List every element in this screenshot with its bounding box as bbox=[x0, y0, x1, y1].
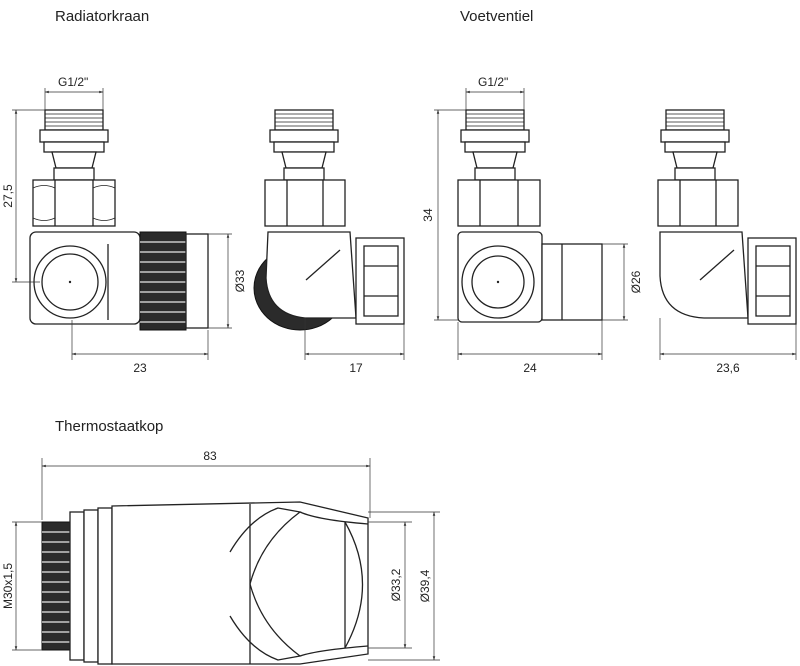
radiator-thread-label: G1/2" bbox=[58, 75, 88, 89]
foot-side-dimensions bbox=[659, 318, 797, 360]
foot-valve-side-view bbox=[657, 109, 797, 325]
radiator-valve-front-view bbox=[29, 109, 209, 331]
radiator-width-front-label: 23 bbox=[133, 361, 147, 375]
foot-thread-label: G1/2" bbox=[478, 75, 508, 89]
radiator-height-label: 27,5 bbox=[1, 184, 15, 208]
thermostat-head-view bbox=[41, 501, 369, 665]
thermostat-diameter-outer-label: Ø39,4 bbox=[418, 569, 432, 602]
title-radiatorkraan: Radiatorkraan bbox=[55, 8, 149, 25]
thermostat-thread-label: M30x1,5 bbox=[1, 563, 15, 609]
title-voetventiel: Voetventiel bbox=[460, 8, 533, 25]
foot-diameter-label: Ø26 bbox=[629, 270, 643, 293]
radiator-front-dimensions bbox=[12, 88, 232, 360]
foot-width-front-label: 24 bbox=[523, 361, 537, 375]
radiator-diameter-label: Ø33 bbox=[233, 269, 247, 292]
title-thermostaatkop: Thermostaatkop bbox=[55, 418, 163, 435]
radiator-width-side-label: 17 bbox=[349, 361, 363, 375]
thermostat-dimensions bbox=[12, 458, 440, 661]
foot-valve-front-view bbox=[457, 109, 603, 323]
thermostat-length-label: 83 bbox=[203, 449, 217, 463]
foot-width-side-label: 23,6 bbox=[716, 361, 740, 375]
radiator-valve-side-view bbox=[253, 109, 405, 331]
foot-height-label: 34 bbox=[421, 208, 435, 222]
radiator-side-dimensions bbox=[304, 318, 405, 360]
foot-front-dimensions bbox=[434, 88, 628, 360]
thermostat-diameter-inner-label: Ø33,2 bbox=[389, 568, 403, 601]
